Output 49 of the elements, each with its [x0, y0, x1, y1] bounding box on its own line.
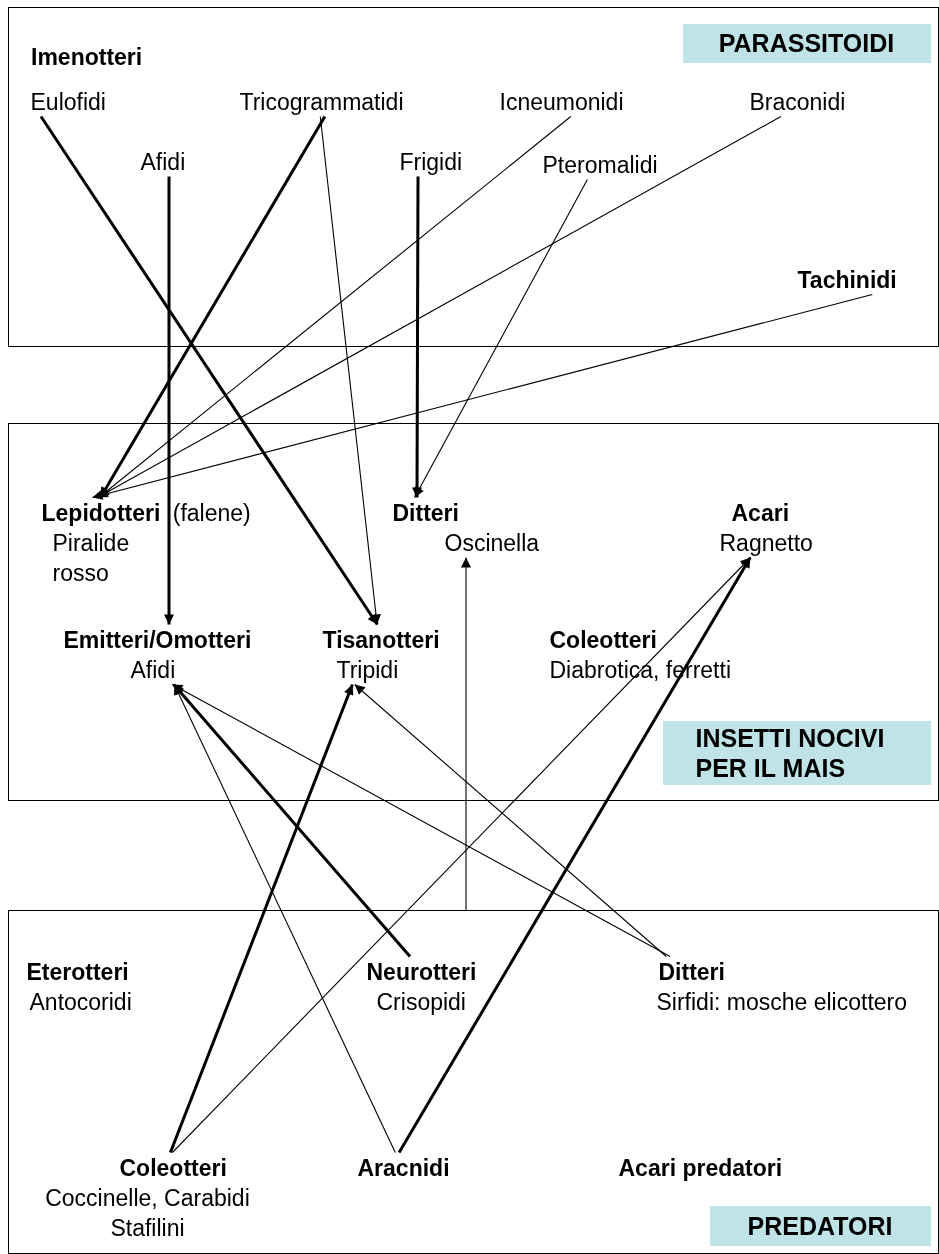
section-panel [8, 7, 939, 347]
taxon-label: Afidi [140, 146, 186, 177]
taxon-label: Braconidi [749, 86, 846, 117]
arrow [91, 293, 873, 500]
taxon-heading: Acari [731, 498, 791, 528]
taxon-examples: Afidi [130, 655, 177, 685]
taxon-examples: Antocoridi [29, 987, 132, 1017]
arrow [319, 115, 381, 626]
taxon-label: Icneumonidi [499, 86, 624, 117]
taxon-heading: Coleotteri [549, 625, 658, 655]
taxon-heading: Lepidotteri (falene) [41, 498, 251, 528]
taxon-examples: Ragnetto [719, 528, 813, 558]
arrow [412, 176, 423, 498]
section-panel [8, 910, 939, 1254]
section-title: INSETTI NOCIVI PER IL MAIS [662, 720, 931, 785]
taxon-examples: Crisopidi [376, 987, 467, 1017]
group-heading: Imenotteri [31, 43, 143, 72]
taxon-heading: Ditteri [658, 957, 726, 987]
taxon-heading: Eterotteri [26, 957, 130, 987]
taxon-heading: Tisanotteri [322, 625, 440, 655]
taxon-label: Acari predatori [618, 1152, 783, 1183]
taxon-label: Tachinidi [797, 264, 897, 295]
taxon-heading: Emitteri/Omotteri [63, 625, 252, 655]
arrow [164, 176, 174, 625]
arrow [397, 556, 752, 1154]
taxon-examples: Coccinelle, Carabidi Stafilini [44, 1183, 251, 1243]
arrow [39, 115, 379, 626]
arrow [172, 683, 412, 958]
taxon-label: Eulofidi [30, 86, 106, 117]
section-title: PREDATORI [709, 1205, 931, 1246]
taxon-label: Pteromalidi [542, 149, 658, 180]
section-panel [8, 423, 939, 801]
taxon-examples: Sirfidi: mosche elicottero [656, 987, 908, 1017]
arrow [169, 683, 354, 1154]
arrow [414, 178, 588, 499]
taxon-label: Aracnidi [357, 1152, 450, 1183]
taxon-heading: Neurotteri [366, 957, 477, 987]
taxon-heading: Ditteri [392, 498, 460, 528]
arrow [461, 556, 471, 911]
arrow [171, 683, 671, 958]
taxon-heading: Coleotteri [119, 1153, 228, 1183]
taxon-label: Tricogrammatidi [239, 86, 404, 117]
taxon-examples: Piralide rosso [52, 528, 131, 588]
arrow [354, 683, 667, 958]
taxon-label: Frigidi [399, 146, 463, 177]
taxon-examples: Tripidi [336, 655, 400, 685]
taxon-examples: Oscinella [444, 528, 540, 558]
section-title: PARASSITOIDI [682, 23, 931, 63]
arrow [171, 556, 752, 1154]
